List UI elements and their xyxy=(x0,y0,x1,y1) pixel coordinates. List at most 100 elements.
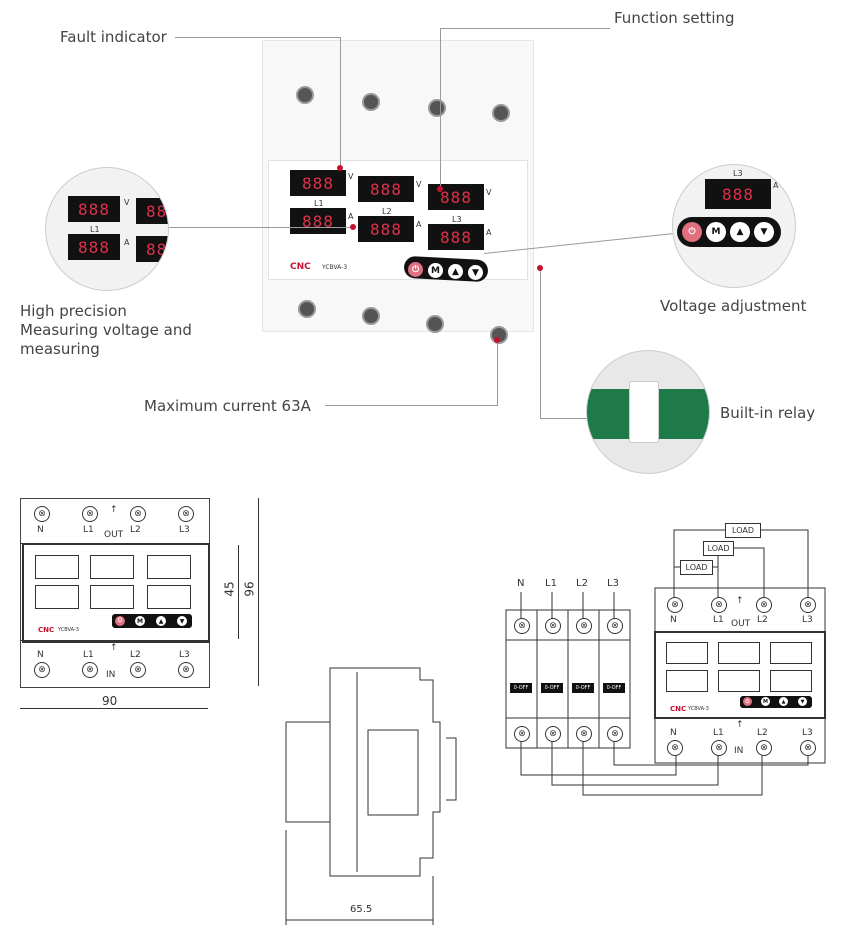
wdev-top-label-l3: L3 xyxy=(802,615,813,625)
front-top-label-l1: L1 xyxy=(83,525,94,535)
front-down-button: ▼ xyxy=(177,616,187,626)
breaker-handle-l1: 0-OFF xyxy=(541,683,563,693)
max-current-label: Maximum current 63A xyxy=(144,397,311,415)
zoom-phase-l1: L1 xyxy=(90,225,100,234)
zoom-display-voltage: 888 xyxy=(68,196,120,222)
device-model: YCBVA-3 xyxy=(322,264,348,271)
builtin-relay-label: Built-in relay xyxy=(720,404,816,422)
wdev-top-label-l1: L1 xyxy=(713,615,724,625)
wdev-bottom-terminal-l2: ⊗ xyxy=(756,740,772,756)
front-model: YCBVA-3 xyxy=(58,627,79,633)
function-setting-line-v xyxy=(440,28,441,188)
phase-label-l3: L3 xyxy=(452,215,462,224)
function-setting-label: Function setting xyxy=(614,9,735,27)
front-window-1 xyxy=(35,555,79,579)
unit-v-3: V xyxy=(486,188,492,197)
device-mode-button[interactable]: M xyxy=(428,263,443,278)
zoom-buttons-circle: 888 L3 A ⏻ M ▲ ▼ xyxy=(672,164,796,288)
max-current-dot xyxy=(494,337,500,343)
function-setting-dot xyxy=(437,186,443,192)
wdev-bottom-label-l2: L2 xyxy=(757,728,768,738)
screw-bottom-2 xyxy=(362,307,380,325)
wdev-top-terminal-l3: ⊗ xyxy=(800,597,816,613)
phase-label-l2: L2 xyxy=(382,207,392,216)
builtin-relay-line-v xyxy=(540,268,541,418)
wdev-bottom-terminal-l3: ⊗ xyxy=(800,740,816,756)
screw-top-1 xyxy=(296,86,314,104)
wiring-device-window xyxy=(654,631,826,719)
display-l1-voltage: 888 xyxy=(290,170,346,196)
breaker-label-l2: L2 xyxy=(576,578,588,589)
fault-indicator-line-h xyxy=(175,37,340,38)
wdev-out-arrow: ↑ xyxy=(736,596,744,606)
wdev-top-label-l2: L2 xyxy=(757,615,768,625)
fault-indicator-label: Fault indicator xyxy=(60,28,167,46)
builtin-relay-line-h xyxy=(540,418,588,419)
zoom-display-partial-1: 888 xyxy=(136,198,168,224)
breaker-bottom-terminal-l2: ⊗ xyxy=(576,726,592,742)
wdev-down-button: ▼ xyxy=(798,697,807,706)
zoom-mode-button[interactable]: M xyxy=(706,222,726,242)
breaker-bottom-terminal-l1: ⊗ xyxy=(545,726,561,742)
front-top-label-n: N xyxy=(37,525,44,535)
screw-top-2 xyxy=(362,93,380,111)
dim-90-line xyxy=(20,708,208,709)
side-body-left xyxy=(329,668,358,876)
zoom-display-circle: 888 888 888 888 V A L1 xyxy=(45,167,169,291)
front-bottom-terminal-l3: ⊗ xyxy=(178,662,194,678)
wdev-top-terminal-l2: ⊗ xyxy=(756,597,772,613)
front-top-terminal-n: ⊗ xyxy=(34,506,50,522)
device-power-button[interactable]: ⏻ xyxy=(408,262,423,277)
breaker-dividers xyxy=(506,610,630,748)
device-down-button[interactable]: ▼ xyxy=(468,265,483,280)
screw-bottom-1 xyxy=(298,300,316,318)
zoom-unit-a-l3: A xyxy=(773,181,779,190)
front-window-5 xyxy=(90,585,134,609)
zoom-unit-v: V xyxy=(124,198,130,207)
wdev-brand: CNC xyxy=(670,705,687,713)
dim-65-5-label: 65.5 xyxy=(350,904,373,915)
breaker-top-terminal-n: ⊗ xyxy=(514,618,530,634)
display-l2-voltage: 888 xyxy=(358,176,414,202)
front-window-4 xyxy=(35,585,79,609)
builtin-relay-dot xyxy=(537,265,543,271)
zoom-display-partial-2: 888 xyxy=(136,236,168,262)
high-precision-line xyxy=(165,227,353,228)
front-view-divider-top xyxy=(20,543,208,544)
device-up-button[interactable]: ▲ xyxy=(448,264,463,279)
front-button-bar xyxy=(112,614,192,628)
screw-bottom-3 xyxy=(426,315,444,333)
front-window-6 xyxy=(147,585,191,609)
zoom-down-button[interactable]: ▼ xyxy=(754,222,774,242)
wdev-model: YCBVA-3 xyxy=(688,706,709,712)
voltage-adjustment-label: Voltage adjustment xyxy=(660,297,807,315)
breaker-bottom-terminal-n: ⊗ xyxy=(514,726,530,742)
wdev-bottom-label-n: N xyxy=(670,728,677,738)
zoom-power-button[interactable]: ⏻ xyxy=(682,222,702,242)
unit-v-2: V xyxy=(416,180,422,189)
front-out-arrow: ↑ xyxy=(110,505,118,515)
front-top-label-l2: L2 xyxy=(130,525,141,535)
zoom-phase-l3: L3 xyxy=(733,169,743,178)
dim-45-line xyxy=(238,545,239,639)
high-precision-label: High precision xyxy=(20,302,127,320)
relay-block xyxy=(629,381,659,443)
side-mount-left xyxy=(285,721,330,823)
front-bottom-label-l2: L2 xyxy=(130,650,141,660)
unit-a-2: A xyxy=(416,220,422,229)
dim-65-line xyxy=(285,830,434,925)
measuring-label-2: measuring xyxy=(20,340,100,358)
breaker-top-terminal-l1: ⊗ xyxy=(545,618,561,634)
zoom-unit-a: A xyxy=(124,238,130,247)
side-label-panel xyxy=(367,729,419,816)
breaker-handle-n: 0-OFF xyxy=(510,683,532,693)
zoom-relay-circle xyxy=(586,350,710,474)
front-top-label-l3: L3 xyxy=(179,525,190,535)
front-bottom-terminal-l2: ⊗ xyxy=(130,662,146,678)
front-top-terminal-l1: ⊗ xyxy=(82,506,98,522)
side-clip xyxy=(446,737,457,801)
front-power-button: ⏻ xyxy=(115,616,125,626)
wdev-bottom-label-l1: L1 xyxy=(713,728,724,738)
zoom-up-button[interactable]: ▲ xyxy=(730,222,750,242)
